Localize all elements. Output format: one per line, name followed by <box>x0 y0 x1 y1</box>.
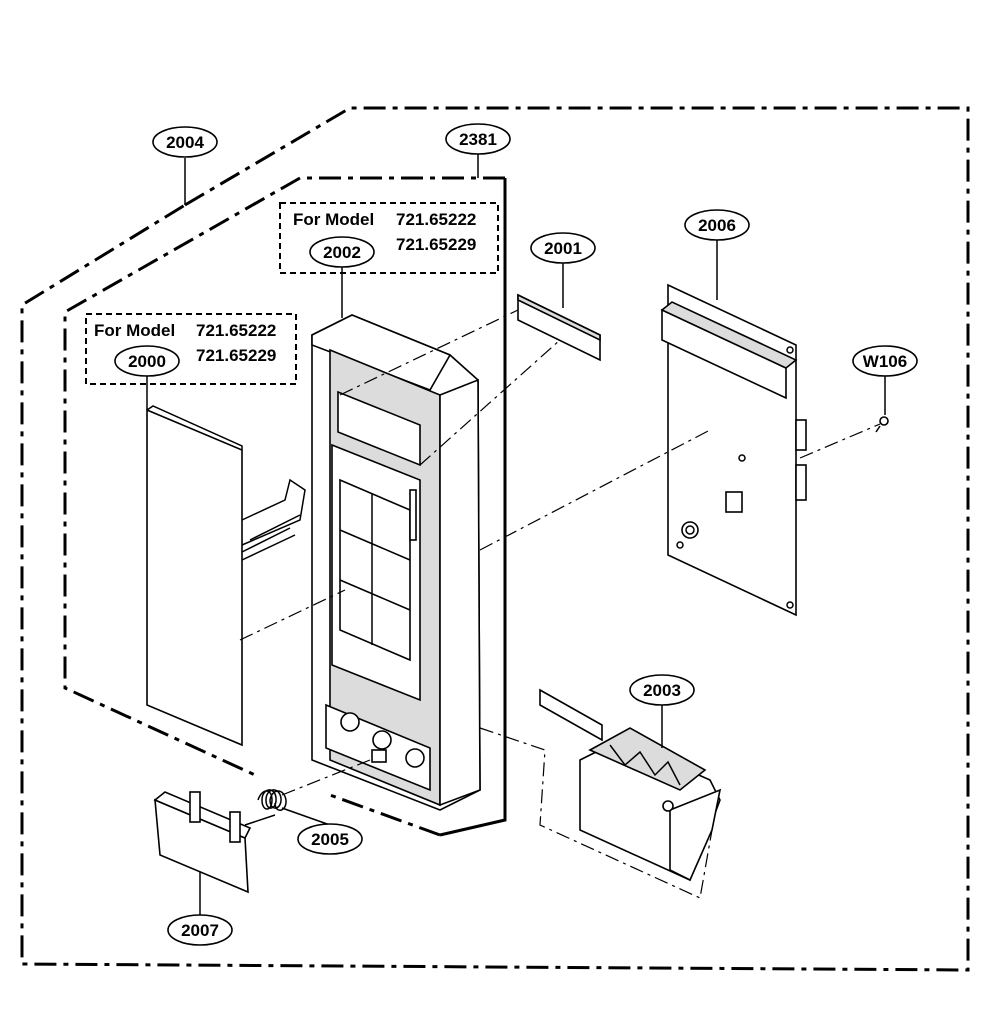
model-box-upper-model-a: 721.65222 <box>396 210 476 229</box>
svg-text:2002: 2002 <box>323 243 361 262</box>
part-w106-screw <box>875 416 889 433</box>
part-2007-door-button <box>153 791 276 894</box>
callout-2000: 2000 <box>114 345 180 377</box>
part-2006-circuit-board <box>660 283 807 617</box>
callout-2007: 2007 <box>167 914 233 946</box>
svg-text:2005: 2005 <box>311 830 349 849</box>
model-box-upper-model-b: 721.65229 <box>396 235 476 254</box>
model-box-lower-model-a: 721.65222 <box>196 321 276 340</box>
callout-2381: 2381 <box>445 123 511 155</box>
model-box-lower: For Model 721.65222 721.65229 <box>85 313 297 385</box>
svg-text:2001: 2001 <box>544 239 582 258</box>
callout-w106: W106 <box>852 345 918 377</box>
callout-2005: 2005 <box>297 823 363 855</box>
svg-text:2381: 2381 <box>459 130 497 149</box>
assembly-boundary-inner-bottom <box>329 793 441 837</box>
part-2002-control-panel <box>311 314 481 811</box>
callout-2001: 2001 <box>530 232 596 264</box>
svg-text:W106: W106 <box>863 352 907 371</box>
callout-2003: 2003 <box>629 674 695 706</box>
part-2001-plate <box>517 293 601 362</box>
assembly-boundary-outer <box>20 106 970 972</box>
model-box-upper: For Model 721.65222 721.65229 <box>279 202 499 274</box>
model-box-upper-prefix: For Model <box>293 210 374 229</box>
svg-text:2000: 2000 <box>128 352 166 371</box>
part-2000-membrane-panel <box>146 405 306 747</box>
callout-2004: 2004 <box>152 126 218 158</box>
explode-lines <box>239 309 881 899</box>
svg-text:2004: 2004 <box>166 133 204 152</box>
assembly-boundary-inner-right <box>439 178 507 837</box>
callout-2002: 2002 <box>309 236 375 268</box>
svg-text:2007: 2007 <box>181 921 219 940</box>
svg-text:2003: 2003 <box>643 681 681 700</box>
part-2005-spring <box>257 789 287 811</box>
model-box-lower-model-b: 721.65229 <box>196 346 276 365</box>
svg-text:2006: 2006 <box>698 216 736 235</box>
callout-2006: 2006 <box>684 209 750 241</box>
model-box-lower-prefix: For Model <box>94 321 175 340</box>
part-2003-latch <box>539 688 722 882</box>
assembly-boundary-inner <box>63 176 505 777</box>
